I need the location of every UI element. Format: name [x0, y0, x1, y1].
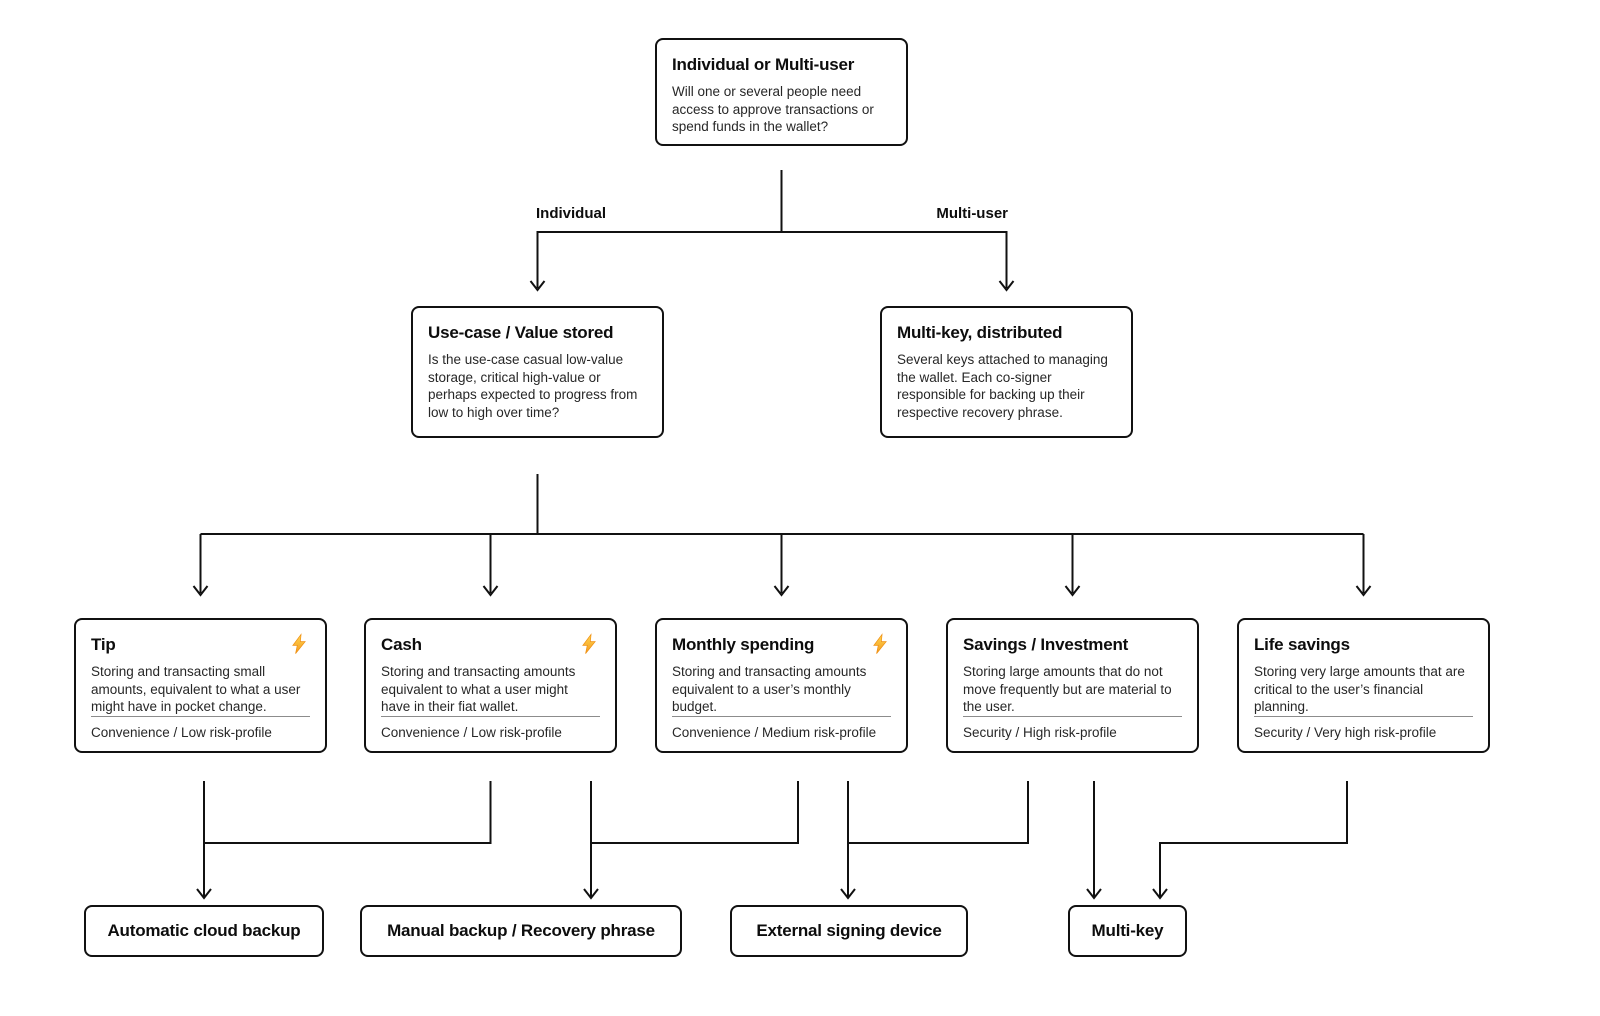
- merge-line-g4: [1159, 781, 1348, 898]
- divider: [963, 715, 1182, 717]
- node-automatic-cloud-backup: Automatic cloud backup: [84, 905, 324, 957]
- divider: [1254, 715, 1473, 717]
- divider: [672, 715, 891, 717]
- node-multi-key-distributed: Multi-key, distributed Several keys atta…: [880, 306, 1133, 438]
- node-title: Monthly spending: [672, 635, 815, 654]
- node-description: Storing and transacting small amounts, e…: [91, 664, 301, 714]
- arrowhead: [583, 888, 599, 900]
- node-external-signing-device: External signing device: [730, 905, 968, 957]
- node-title: Multi-key, distributed: [897, 323, 1063, 342]
- merge-line-g3: [848, 781, 1029, 844]
- node-description: Storing large amounts that do not move f…: [963, 664, 1172, 714]
- lightning-icon: [292, 633, 306, 654]
- node-use-case-savings-investment: Savings / Investment Storing large amoun…: [946, 618, 1199, 753]
- risk-profile-label: Security / High risk-profile: [963, 724, 1117, 740]
- node-description: Storing and transacting amounts equivale…: [381, 664, 576, 714]
- node-multi-key: Multi-key: [1068, 905, 1187, 957]
- node-description: Is the use-case casual low-value storage…: [428, 352, 638, 420]
- node-description: Storing very large amounts that are crit…: [1254, 664, 1465, 714]
- node-description: Will one or several people need access t…: [672, 84, 874, 134]
- node-title: Use-case / Value stored: [428, 323, 614, 342]
- arrowhead: [192, 585, 209, 597]
- divider: [381, 715, 600, 717]
- arrowhead: [1064, 585, 1081, 597]
- node-title: Cash: [381, 635, 422, 654]
- node-title: Individual or Multi-user: [672, 55, 855, 74]
- merge-line-g2: [591, 781, 799, 844]
- risk-profile-label: Security / Very high risk-profile: [1254, 724, 1437, 740]
- node-title: Life savings: [1254, 635, 1350, 654]
- arrowhead: [840, 888, 856, 900]
- node-use-case-monthly-spending: Monthly spending Storing and transacting…: [655, 618, 908, 753]
- level1-bar-line: [536, 231, 1008, 288]
- arrowhead: [482, 585, 499, 597]
- node-use-case-cash: Cash Storing and transacting amounts equ…: [364, 618, 617, 753]
- lightning-icon: [582, 633, 596, 654]
- node-title: Savings / Investment: [963, 635, 1129, 654]
- divider: [91, 715, 310, 717]
- arrowhead: [1355, 585, 1372, 597]
- branch-label-individual: Individual: [536, 205, 607, 222]
- merge-line-g1: [204, 781, 492, 844]
- node-use-case-tip: Tip Storing and transacting small amount…: [74, 618, 327, 753]
- risk-profile-label: Convenience / Medium risk-profile: [672, 724, 877, 740]
- arrowhead: [1086, 888, 1102, 900]
- risk-profile-label: Convenience / Low risk-profile: [91, 724, 272, 740]
- node-use-case-value-stored: Use-case / Value stored Is the use-case …: [411, 306, 664, 438]
- branch-label-multi-user: Multi-user: [936, 205, 1008, 222]
- arrowhead: [1152, 888, 1168, 900]
- lightning-icon: [873, 633, 887, 654]
- arrowhead: [773, 585, 790, 597]
- arrowhead: [529, 280, 546, 292]
- node-description: Several keys attached to managing the wa…: [897, 352, 1108, 420]
- node-title: Tip: [91, 635, 116, 654]
- node-description: Storing and transacting amounts equivale…: [672, 664, 867, 714]
- node-use-case-life-savings: Life savings Storing very large amounts …: [1237, 618, 1490, 753]
- node-individual-or-multi-user: Individual or Multi-user Will one or sev…: [655, 38, 908, 146]
- arrowhead: [196, 888, 212, 900]
- node-manual-backup-recovery-phrase: Manual backup / Recovery phrase: [360, 905, 682, 957]
- risk-profile-label: Convenience / Low risk-profile: [381, 724, 562, 740]
- arrowhead: [998, 280, 1015, 292]
